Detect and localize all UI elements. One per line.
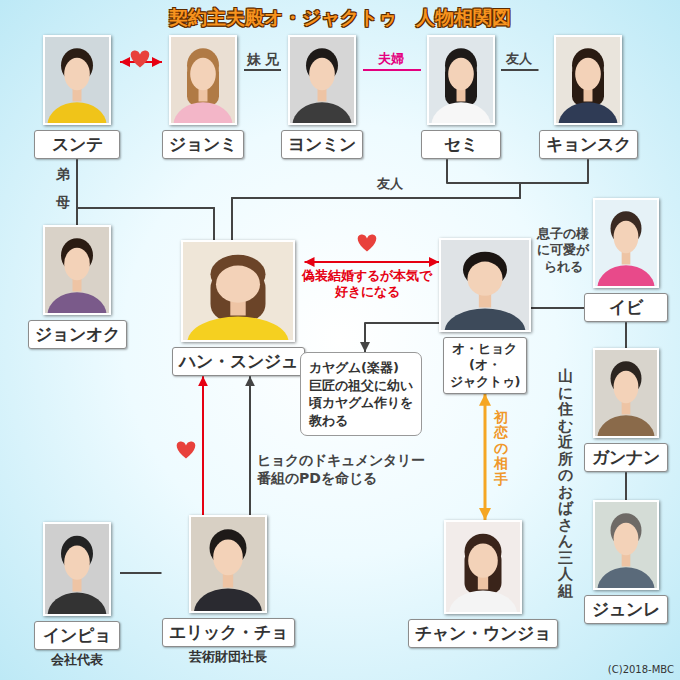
chart-title: 契約主夫殿オ・ジャクトゥ 人物相関図	[0, 5, 680, 31]
person-node: ハン・スンジュ	[172, 240, 305, 376]
free-label: 兄	[265, 51, 279, 69]
name-label: ハン・スンジュ	[172, 347, 305, 376]
edge-label: 夫婦	[378, 51, 404, 67]
edge-label: 友人	[377, 176, 403, 192]
person-node: チャン・ウンジョ	[408, 520, 558, 648]
portrait-photo	[554, 35, 622, 125]
person-node: キョンスク	[539, 35, 638, 159]
connector-line	[625, 322, 627, 348]
person-node: ジュンレ	[584, 500, 668, 624]
edge-label: 友人	[506, 51, 532, 67]
connector-line	[202, 376, 204, 515]
heart-symbol	[358, 234, 377, 251]
name-label: セミ	[421, 130, 501, 159]
edge-label: 息子の様 に可愛が られる	[537, 226, 589, 275]
connector-line	[120, 572, 162, 574]
portrait-photo	[444, 520, 522, 614]
portrait-photo	[427, 35, 495, 125]
person-node: セミ	[421, 35, 501, 159]
name-label: キョンスク	[539, 130, 638, 159]
heart-symbol	[177, 441, 196, 458]
connector-line	[244, 69, 281, 71]
portrait-photo	[169, 35, 237, 125]
person-node: ジョンミ	[162, 35, 244, 159]
note-text: カヤグム(楽器) 巨匠の祖父に幼い 頃カヤグム作りを 教わる	[300, 352, 422, 436]
connector-line	[232, 159, 588, 240]
person-node: エリック・チョ芸術財団社長	[162, 515, 295, 665]
connector-line	[249, 376, 251, 515]
role-label: 芸術財団社長	[189, 649, 267, 665]
connector-line	[501, 69, 539, 71]
copyright-note: (C)2018-MBC	[608, 664, 674, 677]
portrait-photo	[181, 240, 295, 342]
portrait-photo	[189, 515, 267, 613]
edge-label: 妹	[247, 51, 261, 69]
connector-line	[365, 323, 439, 352]
role-label: 会社代表	[51, 652, 103, 668]
connector-line	[484, 394, 487, 520]
name-label: ヨンミン	[281, 130, 363, 159]
person-node: オ・ヒョク (オ・ジャクトゥ)	[439, 238, 531, 394]
portrait-photo	[593, 348, 659, 438]
portrait-photo	[593, 500, 659, 590]
person-node: イビ	[584, 198, 668, 322]
name-label: ジュンレ	[584, 595, 668, 624]
portrait-photo	[43, 225, 111, 315]
free-label: 山に住む近所のおばさん三人組	[558, 368, 573, 599]
connector-line	[363, 69, 421, 71]
portrait-photo	[43, 522, 111, 616]
edge-label: ヒョクのドキュメンタリー 番組のPDを命じる	[257, 452, 425, 487]
heart-symbol	[131, 50, 150, 67]
connector-line	[625, 472, 627, 500]
person-node: ガンナン	[584, 348, 668, 472]
connector-line	[305, 261, 440, 263]
name-label: インピョ	[34, 621, 120, 650]
name-label: オ・ヒョク (オ・ジャクトゥ)	[443, 337, 528, 394]
portrait-photo	[593, 198, 659, 288]
name-label: スンテ	[34, 130, 120, 159]
edge-label: 偽装結婚するが本気で 好きになる	[302, 268, 432, 301]
name-label: イビ	[584, 293, 668, 322]
name-label: ガンナン	[584, 443, 668, 472]
portrait-photo	[43, 35, 111, 125]
person-node: スンテ	[34, 35, 120, 159]
portrait-photo	[288, 35, 356, 125]
name-label: エリック・チョ	[162, 618, 295, 647]
person-node: ジョンオク	[28, 225, 127, 349]
name-label: チャン・ウンジョ	[408, 619, 558, 648]
edge-label: 母	[56, 194, 70, 212]
name-label: ジョンミ	[162, 130, 244, 159]
person-node: インピョ会社代表	[34, 522, 120, 668]
connector-line	[531, 307, 584, 309]
note-box: カヤグム(楽器) 巨匠の祖父に幼い 頃カヤグム作りを 教わる	[300, 352, 422, 436]
portrait-photo	[439, 238, 531, 332]
edge-label: 弟	[56, 166, 70, 184]
edge-label: 初恋の相手	[494, 410, 508, 487]
person-node: ヨンミン	[281, 35, 363, 159]
connector-line	[232, 159, 520, 240]
name-label: ジョンオク	[28, 320, 127, 349]
